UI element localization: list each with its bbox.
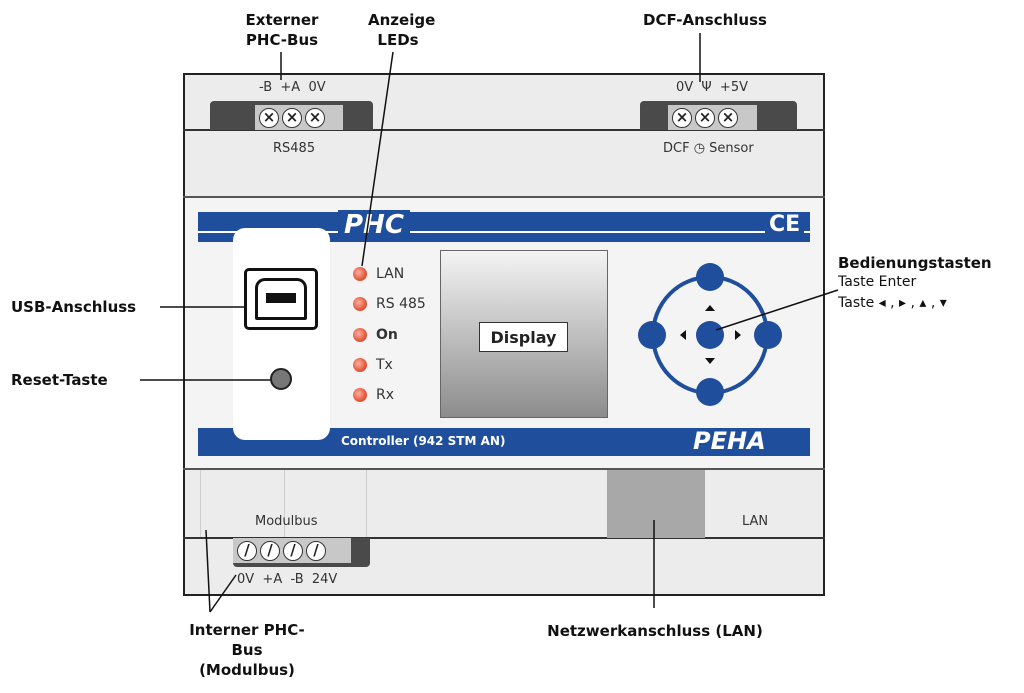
screw-icon: × — [718, 108, 738, 128]
divider — [183, 196, 825, 198]
divider — [183, 468, 825, 470]
led-lan — [353, 267, 367, 281]
annotation-reset: Reset-Taste — [11, 371, 108, 389]
screw-icon: × — [672, 108, 692, 128]
annotation-taste-enter: Taste Enter — [838, 274, 917, 290]
rs485-pin-labels: -B +A 0V — [259, 80, 326, 95]
modulbus-pin-labels: 0V +A -B 24V — [237, 572, 338, 587]
led-tx — [353, 358, 367, 372]
usb-port[interactable] — [244, 268, 318, 330]
phc-logo: PHC — [338, 210, 410, 240]
ce-mark: CE — [765, 212, 805, 237]
rs485-screws: ××× — [255, 105, 343, 130]
peha-logo: PEHA — [693, 427, 766, 455]
divider — [183, 537, 825, 539]
lan-port[interactable] — [607, 470, 705, 538]
usb-card — [233, 228, 330, 440]
key-right[interactable] — [754, 321, 782, 349]
display-label: Display — [479, 322, 568, 352]
screw-icon: / — [306, 541, 326, 561]
annotation-netzwerk: Netzwerkanschluss (LAN) — [547, 622, 763, 640]
key-up[interactable] — [696, 263, 724, 291]
keypad — [638, 263, 782, 406]
annotation-taste-arrows: Taste ◂ , ▸ , ▴ , ▾ — [838, 295, 947, 311]
screw-icon: / — [260, 541, 280, 561]
annotation-dcf: DCF-Anschluss — [643, 11, 767, 29]
led-label-rs485: RS 485 — [376, 296, 426, 312]
annotation-externer-bus: Externer PHC-Bus — [245, 11, 319, 49]
controller-label: Controller (942 STM AN) — [341, 434, 506, 448]
screw-icon: × — [259, 108, 279, 128]
led-label-rx: Rx — [376, 387, 395, 403]
key-enter[interactable] — [696, 321, 724, 349]
band-line — [198, 231, 810, 233]
modulbus-divider — [284, 470, 285, 537]
annotation-interner-bus: Interner PHC-Bus (Modulbus) — [189, 621, 305, 679]
screw-icon: × — [305, 108, 325, 128]
arrow-right-icon — [735, 330, 741, 340]
modulbus-divider — [200, 470, 201, 537]
lan-label: LAN — [742, 514, 769, 529]
screw-icon: / — [237, 541, 257, 561]
modulbus-label: Modulbus — [255, 514, 318, 529]
key-down[interactable] — [696, 378, 724, 406]
rs485-label: RS485 — [273, 141, 316, 156]
led-label-tx: Tx — [376, 357, 393, 373]
dcf-pin-labels: 0V Ψ +5V — [676, 80, 748, 95]
led-rx — [353, 388, 367, 402]
arrow-left-icon — [680, 330, 686, 340]
usb-icon — [255, 278, 307, 320]
modulbus-divider — [366, 470, 367, 537]
led-label-on: On — [376, 327, 398, 343]
modulbus-screws: //// — [233, 538, 351, 563]
reset-button[interactable] — [270, 368, 292, 390]
annotation-bedienungstasten: Bedienungstasten — [838, 254, 992, 272]
annotation-anzeige-leds: Anzeige LEDs — [368, 11, 436, 49]
arrow-down-icon — [705, 358, 715, 364]
screw-icon: / — [283, 541, 303, 561]
led-label-lan: LAN — [376, 266, 405, 282]
annotation-usb: USB-Anschluss — [11, 298, 137, 316]
divider — [183, 129, 825, 131]
dcf-sensor-label: DCF ◷ Sensor — [663, 141, 754, 156]
dcf-screws: ××× — [668, 105, 757, 130]
arrow-up-icon — [705, 305, 715, 311]
key-left[interactable] — [638, 321, 666, 349]
led-rs485 — [353, 297, 367, 311]
screw-icon: × — [282, 108, 302, 128]
screw-icon: × — [695, 108, 715, 128]
led-on — [353, 328, 367, 342]
